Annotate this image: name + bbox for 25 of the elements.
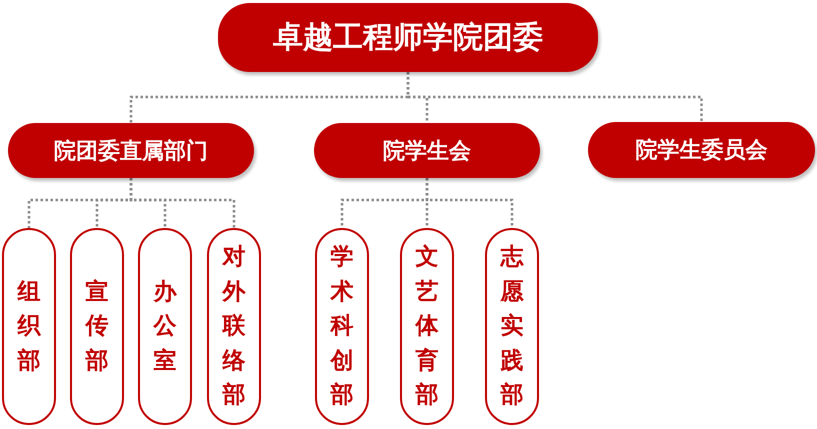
- department-name: 对外联络部: [222, 243, 246, 410]
- connector-line: [406, 72, 703, 122]
- org-name: 院团委直属部门: [54, 138, 208, 166]
- department-pill: [315, 228, 369, 425]
- department-pill: [400, 228, 454, 425]
- department-name: 学术科创部: [330, 243, 354, 410]
- department-name: 组织部: [18, 278, 40, 376]
- org-name: 院学生会: [383, 138, 471, 166]
- department-pill: [138, 228, 192, 425]
- department-pill: [207, 228, 261, 425]
- department-name: 文艺体育部: [416, 243, 438, 410]
- department-name: 办公室: [154, 278, 176, 376]
- department-pill: [2, 228, 56, 425]
- org-pill: [8, 123, 254, 178]
- department-name: 宣传部: [86, 278, 108, 376]
- org-pill: [314, 123, 540, 178]
- department-name: 志愿实践部: [500, 243, 524, 410]
- connector-line: [130, 178, 236, 228]
- org-name: 院学生委员会: [636, 137, 768, 165]
- org-pill: [588, 122, 815, 178]
- org-pill: [218, 3, 598, 72]
- org-name: 卓越工程师学院团委: [273, 19, 543, 57]
- department-pill: [70, 228, 124, 425]
- department-pill: [485, 228, 539, 425]
- connector-line: [426, 178, 514, 228]
